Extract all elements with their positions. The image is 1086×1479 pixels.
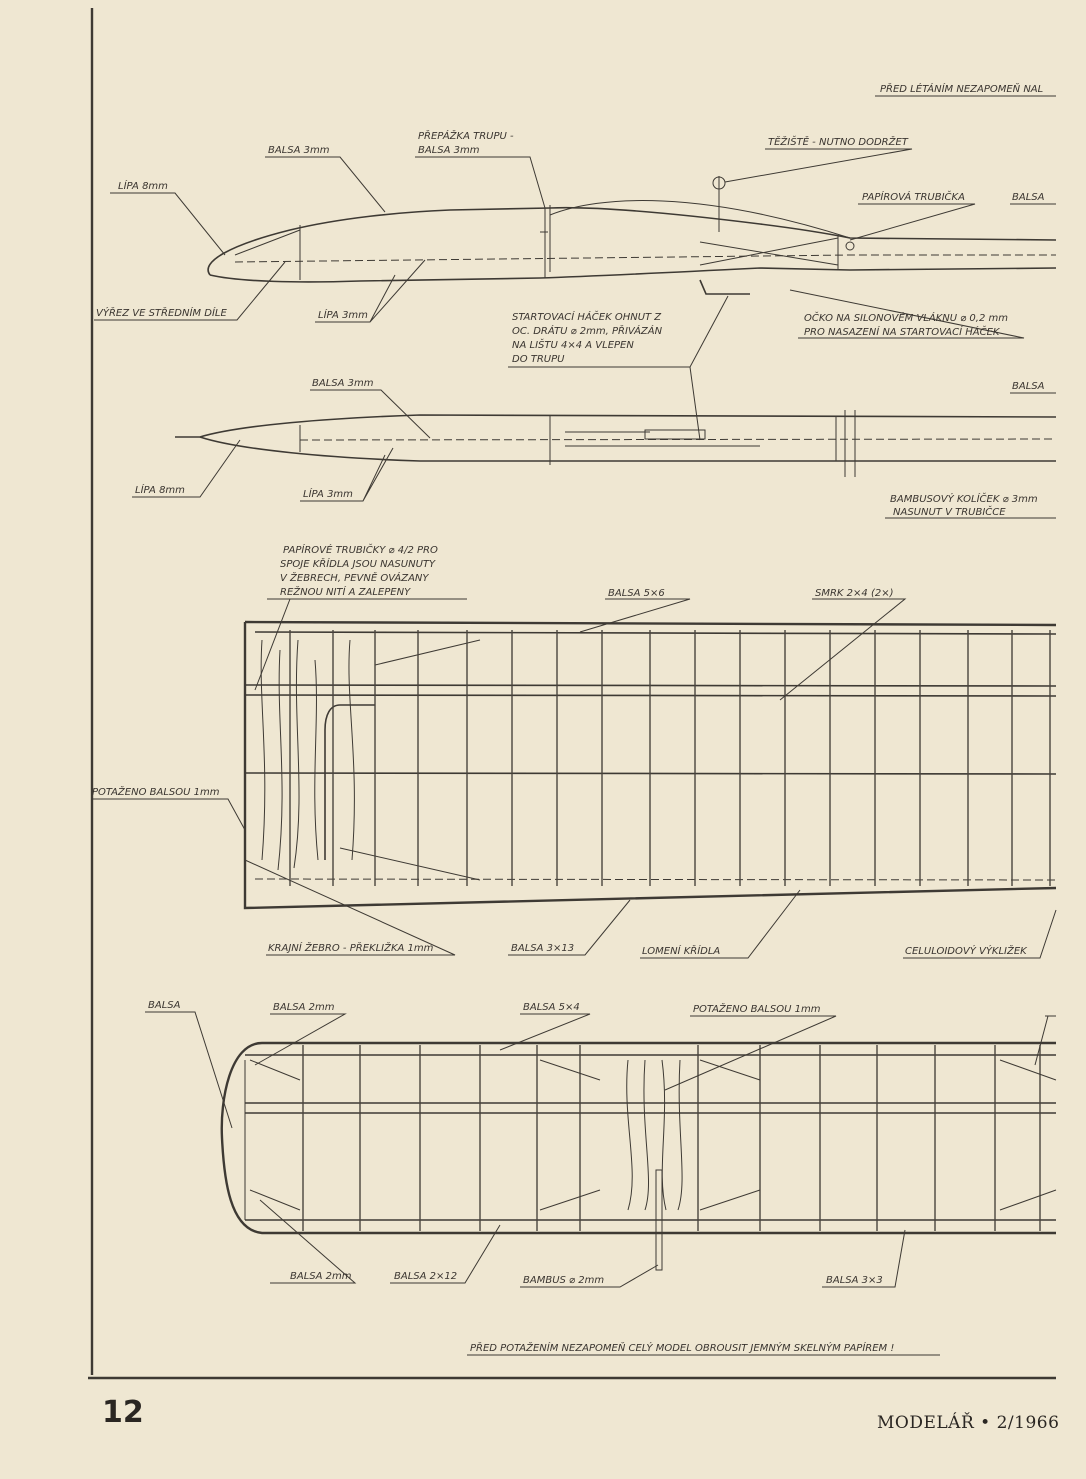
label-balsa-3mm-top: BALSA 3mm: [312, 378, 374, 389]
label-top-note: PŘED LÉTÁNÍM NEZAPOMEŇ NAL: [880, 82, 1043, 95]
label-trubicky-line3: V ŽEBRECH, PEVNĚ OVÁZANY: [280, 571, 429, 584]
label-prepazka-line2: BALSA 3mm: [418, 145, 480, 156]
label-teziste: TĚŽIŠTĚ - NUTNO DODRŽET: [768, 135, 909, 148]
label-vyrez: VÝŘEZ VE STŘEDNÍM DÍLE: [96, 306, 227, 319]
label-potazeno-stab: POTAŽENO BALSOU 1mm: [693, 1002, 821, 1015]
label-balsa-5x4: BALSA 5×4: [523, 1002, 580, 1013]
label-lipa-8mm-side: LÍPA 8mm: [118, 179, 168, 192]
label-lipa-8mm-top: LÍPA 8mm: [135, 483, 185, 496]
label-prepazka-line1: PŘEPÁŽKA TRUPU -: [418, 129, 514, 142]
label-lipa-3mm-side: LÍPA 3mm: [318, 308, 368, 321]
stabilizer-plan-view: [145, 1011, 1057, 1356]
wing-plan-view: [92, 598, 1057, 959]
label-trubicky-line4: REŽNOU NITÍ A ZALEPENY: [280, 585, 411, 598]
label-balsa-top: BALSA: [1012, 381, 1045, 392]
fuselage-top-view: [132, 295, 1057, 519]
page-number: 12: [102, 1395, 144, 1430]
label-krajni-zebro: KRAJNÍ ŽEBRO - PŘEKLIŽKA 1mm: [268, 941, 434, 954]
magazine-issue: MODELÁŘ • 2/1966: [877, 1413, 1060, 1433]
label-lipa-3mm-top: LÍPA 3mm: [303, 487, 353, 500]
label-trubicky-line1: PAPÍROVÉ TRUBIČKY ⌀ 4/2 PRO: [283, 543, 438, 556]
label-balsa-2mm-bottom: BALSA 2mm: [290, 1271, 352, 1282]
label-bambus-line1: BAMBUSOVÝ KOLÍČEK ⌀ 3mm: [890, 492, 1038, 505]
label-balsa-5x6: BALSA 5×6: [608, 588, 665, 599]
label-balsa-side: BALSA: [1012, 192, 1045, 203]
label-hacek-line4: DO TRUPU: [512, 354, 565, 365]
label-hacek-line1: STARTOVACÍ HÁČEK OHNUT Z: [512, 310, 662, 323]
labels: PŘED LÉTÁNÍM NEZAPOMEŇ NAL BALSA 3mm PŘE…: [92, 82, 1045, 1354]
label-smrk: SMRK 2×4 (2×): [815, 588, 894, 599]
label-balsa-3mm-fuselage: BALSA 3mm: [268, 145, 330, 156]
label-potazeno-wing: POTAŽENO BALSOU 1mm: [92, 785, 220, 798]
label-hacek-line2: OC. DRÁTU ⌀ 2mm, PŘIVÁZÁN: [512, 324, 663, 337]
fuselage-side-view: [94, 95, 1057, 339]
label-balsa-3x13: BALSA 3×13: [511, 943, 574, 954]
drawing-frame: [88, 8, 1056, 1380]
label-hacek-line3: NA LIŠTU 4×4 A VLEPEN: [512, 338, 634, 351]
label-bambus-2mm: BAMBUS ⌀ 2mm: [523, 1275, 604, 1286]
label-celuloid: CELULOIDOVÝ VÝKLIŽEK: [905, 944, 1028, 957]
label-trubicky-line2: SPOJE KŘÍDLA JSOU NASUNUTY: [280, 557, 436, 570]
label-bambus-line2: NASUNUT V TRUBIČCE: [893, 505, 1006, 518]
label-papirova-trubicka: PAPÍROVÁ TRUBIČKA: [862, 190, 965, 203]
label-bottom-note: PŘED POTAŽENÍM NEZAPOMEŇ CELÝ MODEL OBRO…: [470, 1341, 894, 1354]
label-ocko-line2: PRO NASAZENÍ NA STARTOVACÍ HÁČEK: [804, 325, 1001, 338]
label-balsa-2x12: BALSA 2×12: [394, 1271, 457, 1282]
label-balsa-3x3: BALSA 3×3: [826, 1275, 883, 1286]
label-balsa-stab: BALSA: [148, 1000, 181, 1011]
label-lomeni: LOMENÍ KŘÍDLA: [642, 944, 720, 957]
label-balsa-2mm-top: BALSA 2mm: [273, 1002, 335, 1013]
label-ocko-line1: OČKO NA SILONOVÉM VLÁKNU ⌀ 0,2 mm: [804, 311, 1008, 324]
